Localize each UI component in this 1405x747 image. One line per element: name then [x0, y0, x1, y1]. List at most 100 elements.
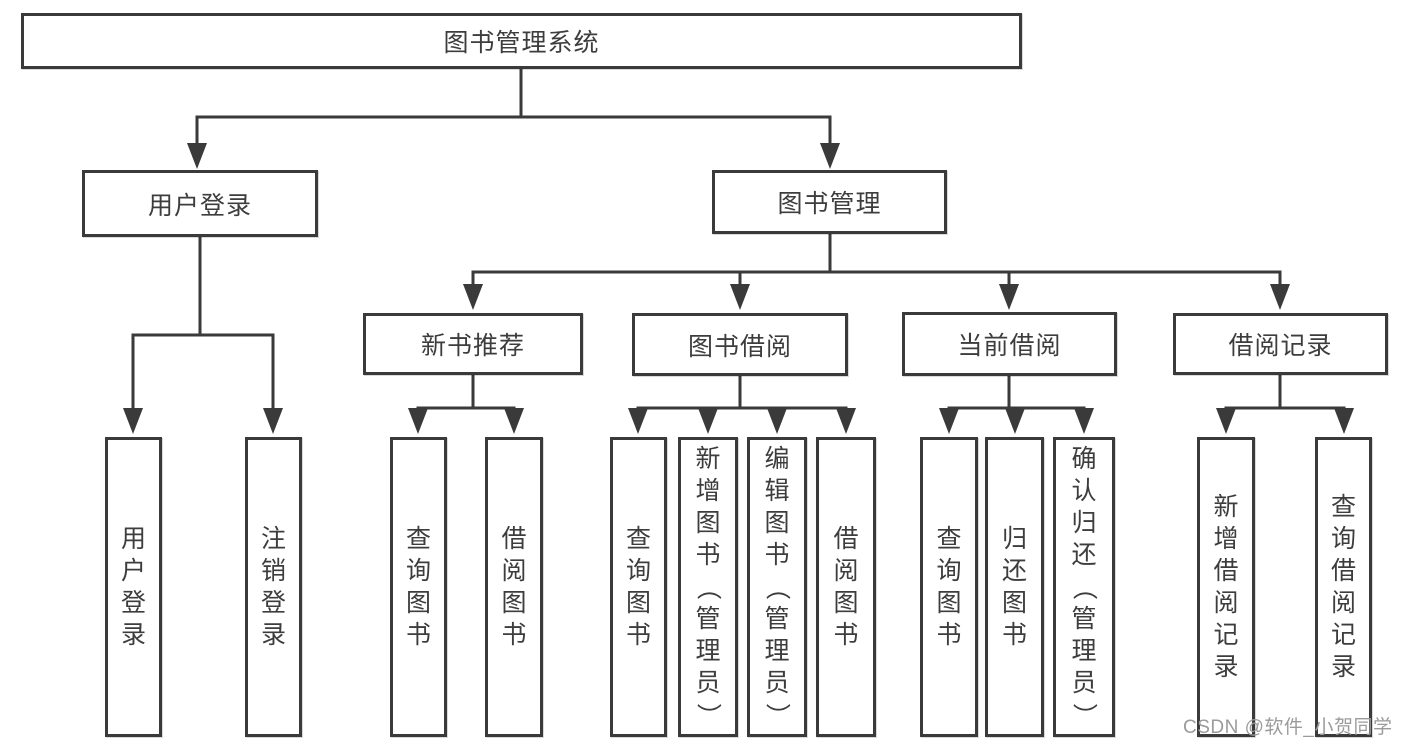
node-char: 新 — [695, 444, 721, 473]
node-v-query-book-1: 查询图书 — [390, 437, 447, 737]
node-char: 询 — [1330, 524, 1356, 553]
node-v-query-book-3: 查询图书 — [920, 437, 978, 737]
node-char: 理 — [695, 636, 721, 665]
node-char: 图 — [625, 588, 651, 617]
arrowhead-icon — [1005, 408, 1025, 434]
node-char: 借 — [1330, 556, 1356, 585]
node-char: （ — [1070, 574, 1099, 600]
node-char: 辑 — [764, 476, 790, 505]
node-v-query-book-2: 查询图书 — [610, 437, 667, 737]
node-v-confirm-return: 确认归还 （ 管理员 ） — [1053, 437, 1115, 737]
node-char: 还 — [1001, 556, 1027, 585]
node-book-borrow: 图书借阅 — [632, 313, 848, 376]
node-char: ） — [694, 702, 723, 728]
node-char: 阅 — [501, 556, 527, 585]
node-char: ） — [763, 702, 792, 728]
arrowhead-icon — [939, 408, 959, 434]
node-char: 图 — [764, 508, 790, 537]
node-v-add-book: 新增图书 （ 管理员 ） — [678, 437, 738, 737]
node-char: 归 — [1071, 508, 1097, 537]
node-char: 询 — [625, 556, 651, 585]
node-char: 录 — [1213, 652, 1239, 681]
node-char: 书 — [405, 620, 431, 649]
node-char: 户 — [120, 556, 146, 585]
node-char: 书 — [833, 620, 859, 649]
node-char: 还 — [1071, 540, 1097, 569]
arrowhead-icon — [463, 284, 483, 310]
node-char: 录 — [120, 620, 146, 649]
node-v-return-book: 归还图书 — [985, 437, 1044, 737]
arrowhead-icon — [730, 284, 750, 310]
node-borrow-records: 借阅记录 — [1173, 313, 1388, 375]
node-char: 用 — [120, 524, 146, 553]
arrowhead-icon — [1270, 284, 1290, 310]
arrowhead-icon — [999, 284, 1019, 310]
node-v-add-record: 新增借阅记录 — [1197, 437, 1255, 737]
node-char: 管 — [695, 604, 721, 633]
node-char: 员 — [1071, 668, 1097, 697]
node-root: 图书管理系统 — [21, 13, 1022, 69]
node-char: 归 — [1001, 524, 1027, 553]
node-char: 管 — [1071, 604, 1097, 633]
node-char: 查 — [1330, 492, 1356, 521]
node-char: 书 — [936, 620, 962, 649]
node-char: 图 — [501, 588, 527, 617]
node-char: 增 — [695, 476, 721, 505]
node-char: 理 — [764, 636, 790, 665]
node-char: 阅 — [833, 556, 859, 585]
node-char: 询 — [405, 556, 431, 585]
node-char: （ — [763, 574, 792, 600]
node-char: 图 — [936, 588, 962, 617]
node-char: 增 — [1213, 524, 1239, 553]
node-char: 认 — [1071, 476, 1097, 505]
node-char: 新 — [1213, 492, 1239, 521]
node-char: 确 — [1071, 444, 1097, 473]
arrowhead-icon — [836, 408, 856, 434]
node-char: 书 — [625, 620, 651, 649]
arrowhead-icon — [263, 408, 283, 434]
arrowhead-icon — [408, 408, 428, 434]
node-book-mgmt: 图书管理 — [712, 170, 947, 234]
arrowhead-icon — [767, 408, 787, 434]
node-char: ） — [1070, 702, 1099, 728]
node-v-logout: 注销登录 — [245, 437, 302, 737]
node-char: 员 — [695, 668, 721, 697]
node-char: 书 — [501, 620, 527, 649]
node-char: 图 — [1001, 588, 1027, 617]
node-char: 借 — [501, 524, 527, 553]
node-char: 销 — [260, 556, 286, 585]
node-v-query-record: 查询借阅记录 — [1315, 437, 1372, 737]
node-char: 注 — [260, 524, 286, 553]
node-v-borrow-book-1: 借阅图书 — [485, 437, 543, 737]
node-char: 借 — [833, 524, 859, 553]
node-char: 阅 — [1213, 588, 1239, 617]
node-char: 图 — [695, 508, 721, 537]
arrowhead-icon — [1334, 408, 1354, 434]
node-char: 查 — [405, 524, 431, 553]
arrowhead-icon — [123, 408, 143, 434]
arrowhead-icon — [504, 408, 524, 434]
node-char: 录 — [260, 620, 286, 649]
node-char: 图 — [405, 588, 431, 617]
node-char: 查 — [625, 524, 651, 553]
arrowhead-icon — [1216, 408, 1236, 434]
node-char: 编 — [764, 444, 790, 473]
node-v-borrow-book-2: 借阅图书 — [816, 437, 876, 737]
node-char: 询 — [936, 556, 962, 585]
node-char: 登 — [260, 588, 286, 617]
node-char: 图 — [833, 588, 859, 617]
node-char: 查 — [936, 524, 962, 553]
node-user-login: 用户登录 — [82, 170, 318, 237]
node-v-user-login: 用户登录 — [105, 437, 162, 737]
arrowhead-icon — [187, 143, 207, 169]
node-current-borrow: 当前借阅 — [902, 312, 1117, 376]
node-char: 书 — [1001, 620, 1027, 649]
arrowhead-icon — [1074, 408, 1094, 434]
arrowhead-icon — [628, 408, 648, 434]
node-char: （ — [694, 574, 723, 600]
node-char: 借 — [1213, 556, 1239, 585]
node-char: 书 — [695, 540, 721, 569]
node-char: 理 — [1071, 636, 1097, 665]
